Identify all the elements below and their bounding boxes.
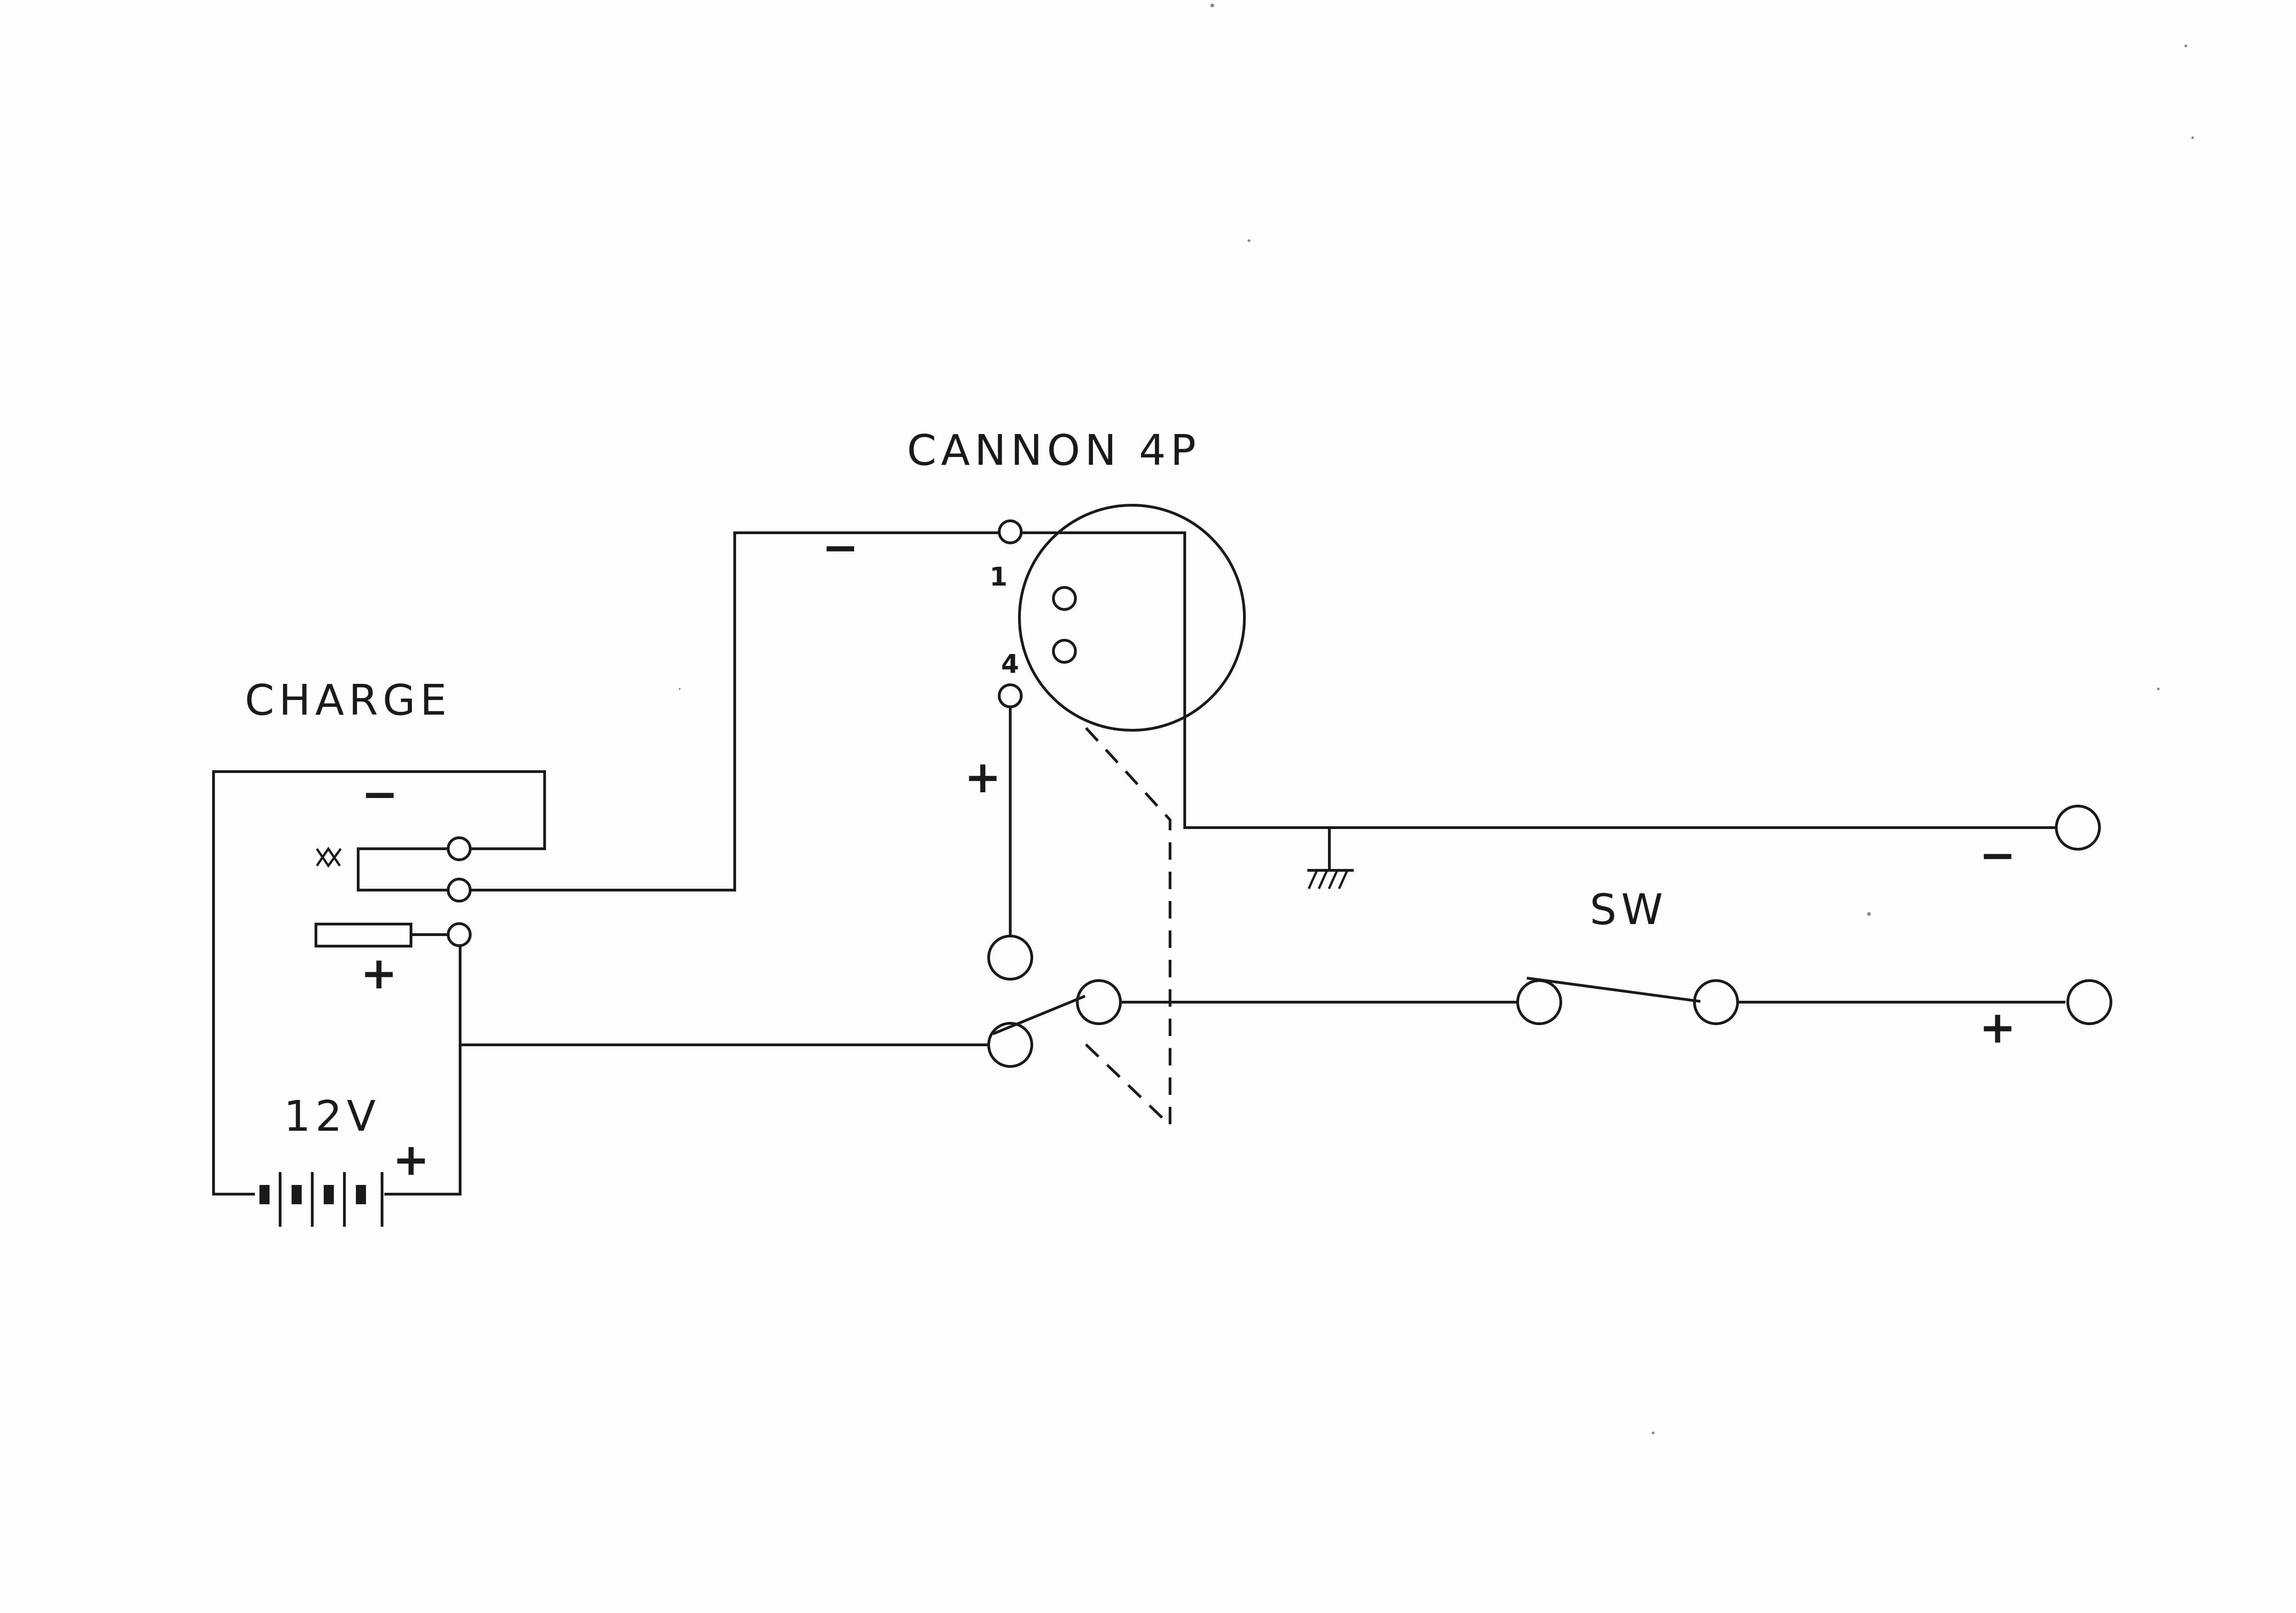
jack-terminal-3 bbox=[447, 922, 472, 947]
output-plus-terminal bbox=[2066, 979, 2112, 1025]
jack-v-mark bbox=[315, 848, 342, 868]
jack-terminal-1 bbox=[447, 836, 472, 861]
output-minus-terminal bbox=[2055, 805, 2101, 851]
wire-minus-loop bbox=[359, 531, 1001, 891]
scan-specks bbox=[679, 4, 2194, 1434]
wire-charge-box bbox=[212, 770, 546, 1196]
pin4-plus-sign: + bbox=[964, 751, 1001, 803]
output-minus-sign: − bbox=[1979, 829, 2016, 881]
switch-lever bbox=[992, 995, 1086, 1035]
ground-icon bbox=[1307, 826, 1354, 890]
sw-terminal-left bbox=[1516, 979, 1562, 1025]
switch-title: SW bbox=[1590, 885, 1667, 934]
switch-linkage bbox=[1078, 727, 1171, 1129]
cannon-connector bbox=[998, 504, 1246, 732]
wiring bbox=[212, 531, 2065, 1196]
sw-terminal-right bbox=[1693, 979, 1739, 1025]
jack-arrow bbox=[315, 846, 341, 867]
pin-1-label: 1 bbox=[990, 562, 1007, 592]
wire-pin1-to-ground bbox=[1020, 531, 2065, 829]
connector-pin-3 bbox=[1052, 639, 1077, 664]
charge-title: CHARGE bbox=[245, 676, 451, 725]
labels: CANNON 4P CHARGE SW 12V 1 4 − + − + + − … bbox=[245, 426, 2016, 1185]
sw-lever bbox=[1526, 976, 1701, 1003]
charge-minus-sign: − bbox=[361, 768, 398, 820]
connector-pin-2 bbox=[1052, 586, 1077, 611]
connector-pin-1 bbox=[998, 519, 1023, 544]
wire-battery-plus bbox=[384, 943, 461, 1196]
connector-minus-sign: − bbox=[822, 522, 859, 573]
connector-title: CANNON 4P bbox=[907, 426, 1200, 475]
output-terminals bbox=[2055, 805, 2112, 1025]
connector-body bbox=[1018, 504, 1246, 732]
power-switch bbox=[987, 727, 1171, 1129]
sw-switch bbox=[1516, 976, 1739, 1025]
battery bbox=[259, 1172, 383, 1227]
battery-plus-sign: + bbox=[393, 1134, 429, 1185]
switch-out-terminal bbox=[1076, 979, 1122, 1025]
jack-terminal-2 bbox=[447, 878, 472, 902]
output-plus-sign: + bbox=[1979, 1002, 2016, 1053]
pin-4-label: 4 bbox=[1001, 649, 1019, 679]
connector-pin-4 bbox=[998, 683, 1023, 708]
switch-common-terminal bbox=[987, 1022, 1033, 1068]
pin4-terminal bbox=[987, 935, 1033, 981]
jack-plug bbox=[315, 923, 412, 947]
charge-jack bbox=[315, 836, 472, 947]
charge-plus-sign: + bbox=[360, 947, 397, 999]
battery-title: 12V bbox=[284, 1092, 380, 1141]
